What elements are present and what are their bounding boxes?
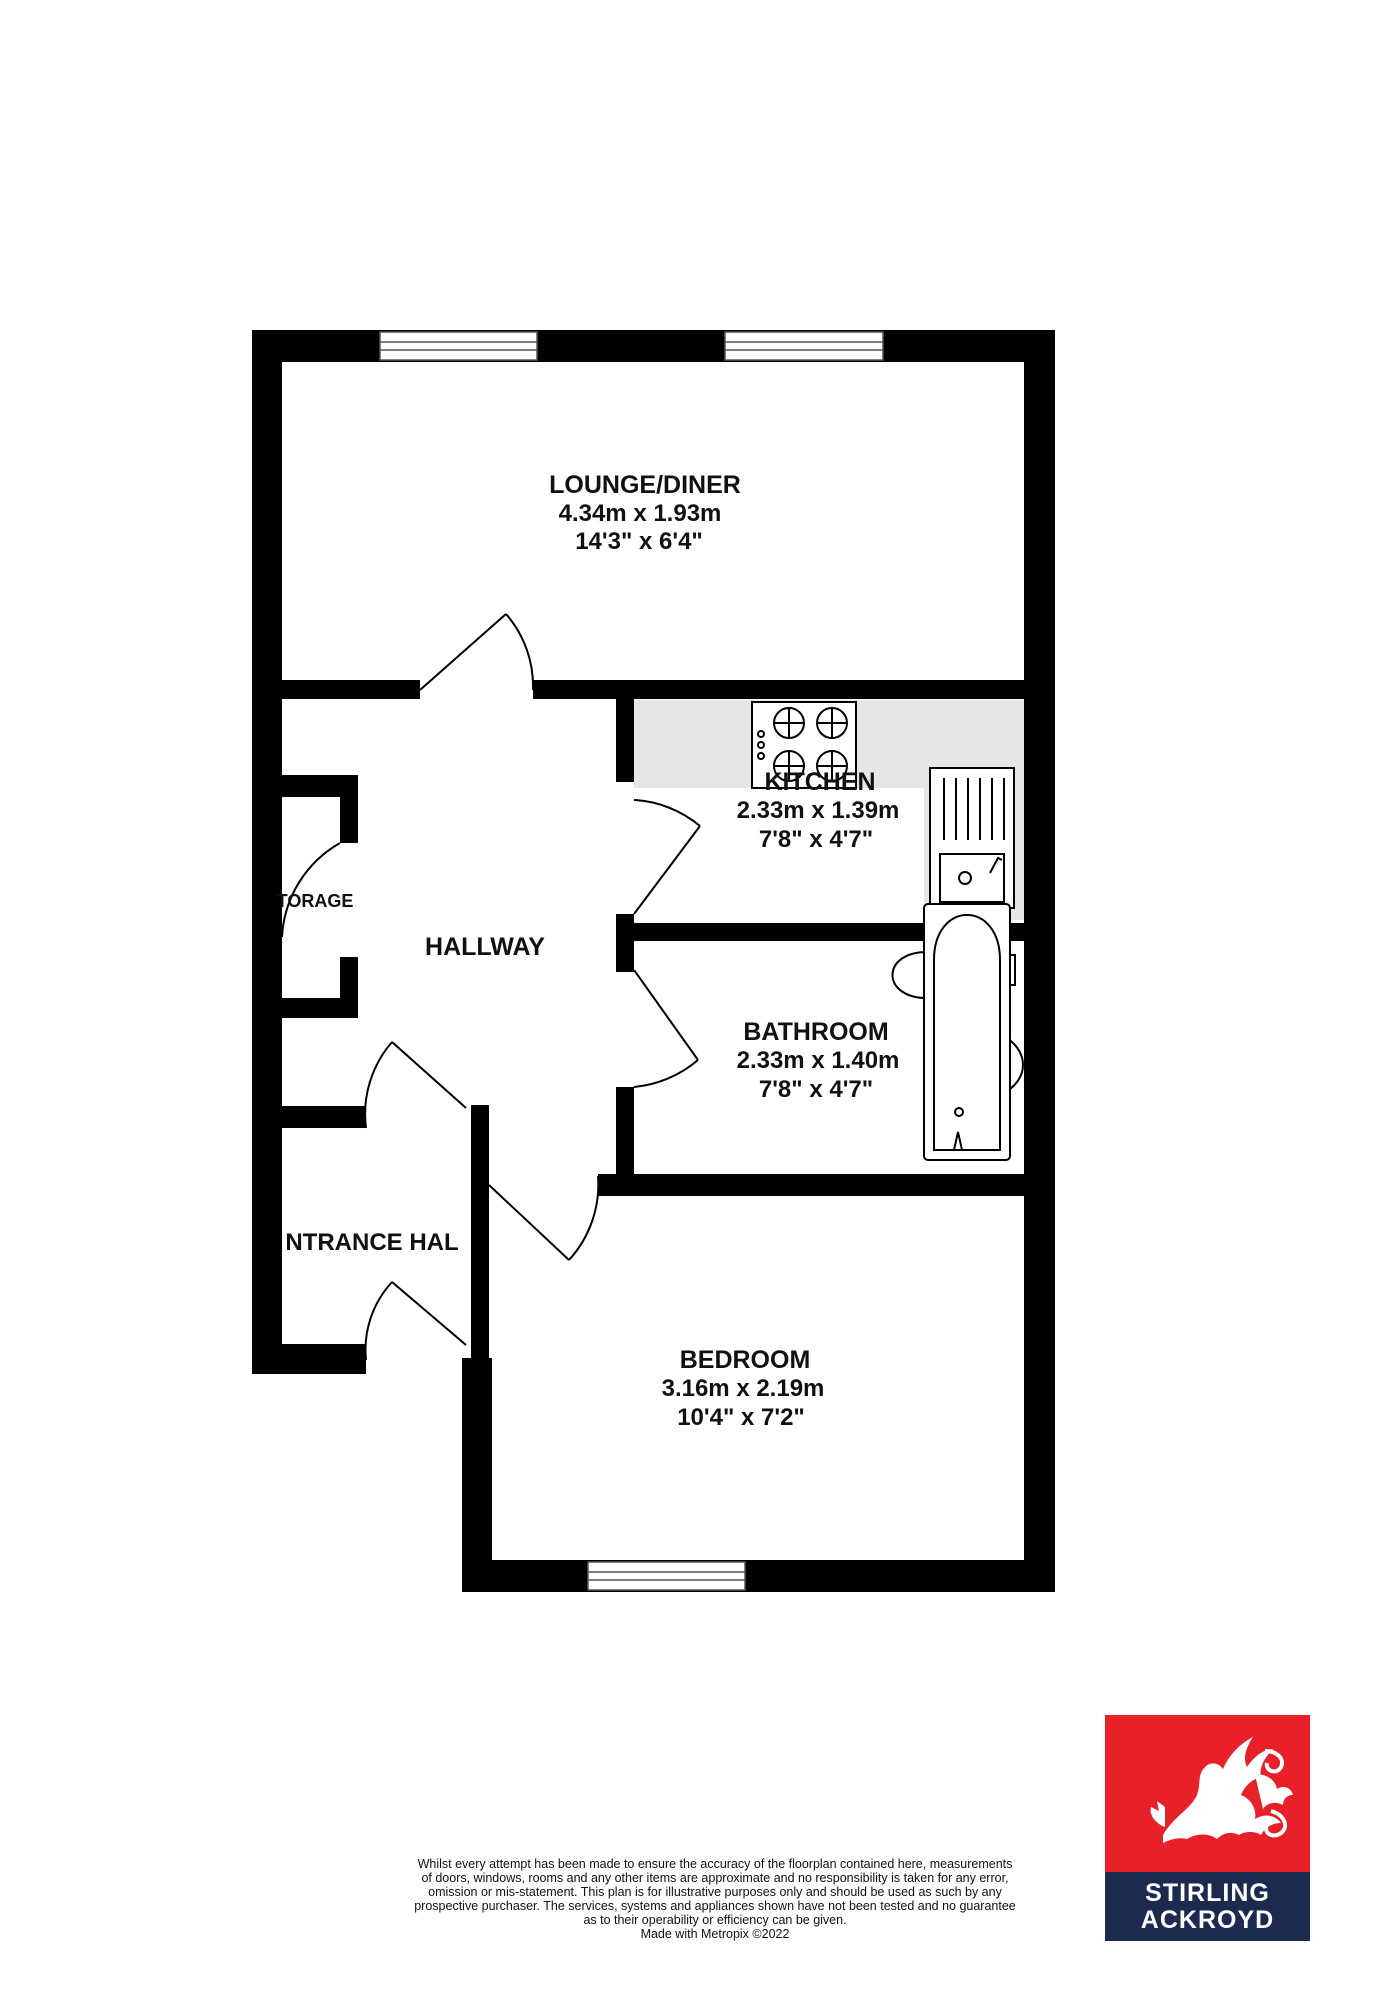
bedroom-name: BEDROOM: [680, 1346, 811, 1374]
room-labels: LOUNGE/DINER 4.34m x 1.93m 14'3" x 6'4" …: [277, 471, 900, 1431]
window-lounge-left: [379, 331, 538, 361]
bath-icon: [923, 903, 1011, 1161]
disclaimer-credit: Made with Metropix ©2022: [640, 1927, 790, 1941]
lounge-metric: 4.34m x 1.93m: [559, 500, 722, 527]
windows: [379, 331, 884, 1591]
logo-line-1: STIRLING: [1145, 1878, 1270, 1907]
lounge-name: LOUNGE/DINER: [549, 471, 741, 499]
hob-icon: [751, 701, 857, 789]
logo-line-2: ACKROYD: [1140, 1905, 1275, 1934]
disclaimer-line: omission or mis-statement. This plan is …: [428, 1885, 1002, 1899]
bathroom-metric: 2.33m x 1.40m: [737, 1047, 900, 1074]
window-lounge-right: [724, 331, 884, 361]
kitchen-metric: 2.33m x 1.39m: [737, 797, 900, 824]
disclaimer: Whilst every attempt has been made to en…: [370, 1857, 1060, 1941]
disclaimer-line: as to their operability or efficiency ca…: [583, 1913, 847, 1927]
entrance-hall-name: NTRANCE HAL: [285, 1229, 458, 1256]
stirling-ackroyd-logo: STIRLING ACKROYD: [1105, 1715, 1310, 1941]
kitchen-name: KITCHEN: [764, 768, 875, 796]
bathroom-name: BATHROOM: [743, 1018, 888, 1046]
hallway-name: HALLWAY: [425, 933, 545, 961]
disclaimer-line: of doors, windows, rooms and any other i…: [421, 1871, 1009, 1885]
bedroom-metric: 3.16m x 2.19m: [662, 1375, 825, 1402]
bathroom-imperial: 7'8" x 4'7": [759, 1076, 873, 1103]
basin-icon: [891, 950, 931, 1000]
logo-navy-panel: STIRLING ACKROYD: [1105, 1872, 1310, 1941]
griffin-icon: [1150, 1737, 1293, 1843]
disclaimer-line: Whilst every attempt has been made to en…: [417, 1857, 1013, 1871]
walls: [252, 330, 1055, 1592]
bathroom-fixtures: [891, 903, 1024, 1161]
lounge-imperial: 14'3" x 6'4": [575, 528, 703, 555]
window-bedroom: [587, 1561, 746, 1591]
disclaimer-line: prospective purchaser. The services, sys…: [414, 1899, 1016, 1913]
doors: [281, 613, 701, 1361]
sink-icon: [929, 767, 1015, 909]
bedroom-imperial: 10'4" x 7'2": [677, 1404, 805, 1431]
kitchen-imperial: 7'8" x 4'7": [759, 826, 873, 853]
storage-name: TORAGE: [277, 891, 354, 911]
